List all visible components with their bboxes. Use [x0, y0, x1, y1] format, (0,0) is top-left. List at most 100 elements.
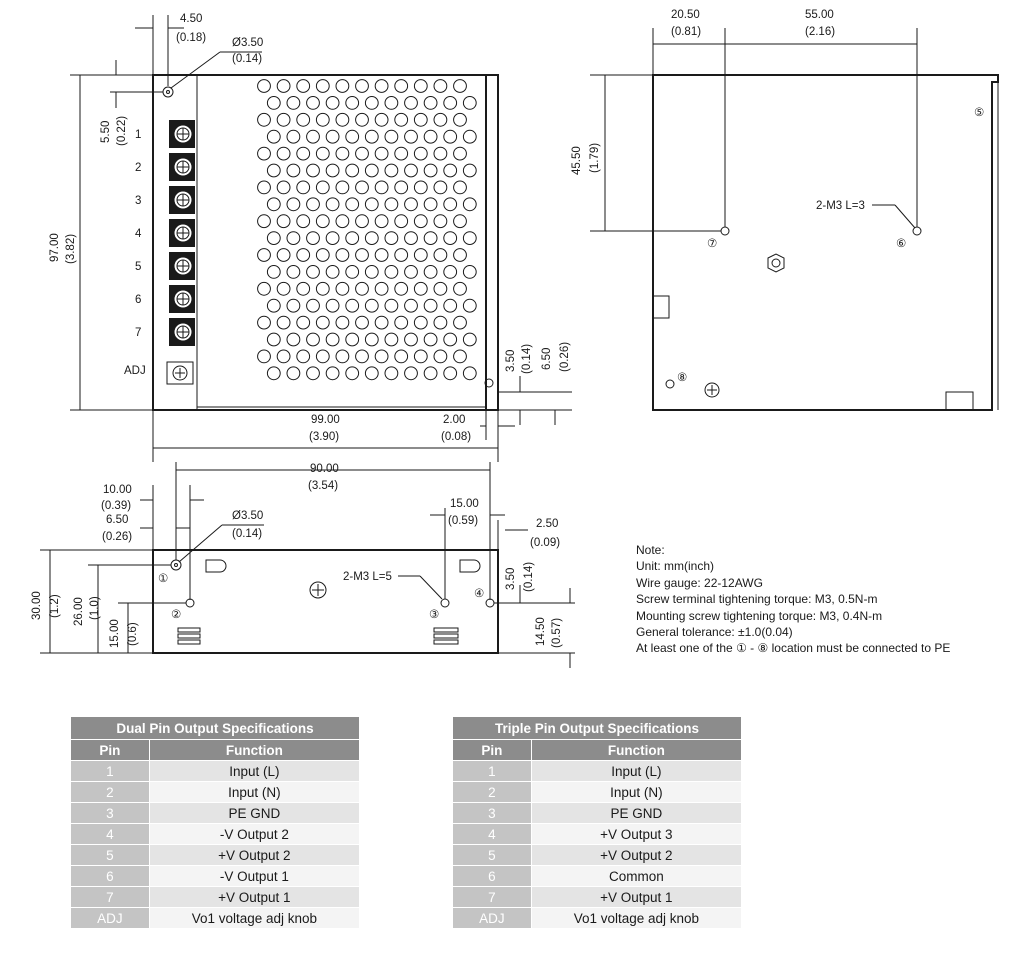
vent-hole — [374, 214, 389, 229]
side-dim-x2-inch: (2.16) — [805, 26, 835, 38]
front-dim-hole-x-inch: (0.18) — [176, 32, 206, 44]
vent-hole — [325, 231, 340, 246]
vent-hole — [257, 146, 271, 161]
vent-hole — [394, 281, 409, 296]
vent-hole — [384, 129, 399, 144]
vent-hole — [384, 298, 399, 313]
side-hex-nut — [767, 253, 785, 273]
bottom-hole-2 — [185, 598, 195, 608]
vent-hole — [296, 79, 311, 93]
vent-hole — [364, 129, 379, 144]
vent-hole — [364, 265, 379, 279]
vent-hole — [462, 96, 477, 110]
vent-hole — [315, 315, 330, 330]
vent-hole — [345, 332, 360, 347]
pin-cell: 7 — [452, 886, 532, 908]
vent-hole — [374, 180, 389, 195]
vent-hole — [423, 197, 438, 212]
vent-hole — [335, 214, 350, 229]
vent-hole — [355, 180, 369, 195]
vent-hole — [306, 163, 320, 178]
vent-hole — [453, 248, 467, 262]
vent-hole — [413, 180, 428, 195]
vent-hole — [315, 248, 330, 262]
vent-hole — [462, 298, 477, 313]
vent-hole — [345, 231, 360, 246]
bottom-dim-height-inch: (1.2) — [49, 594, 61, 618]
bottom-dim-hole1-x-inch: (0.39) — [101, 500, 131, 512]
vent-hole — [453, 180, 467, 195]
vent-hole — [286, 298, 301, 313]
terminal-label-adj: ADJ — [124, 365, 146, 377]
vent-hole — [306, 197, 320, 212]
vent-hole — [384, 231, 399, 246]
vent-hole — [413, 79, 428, 93]
front-dim-hole-dia-inch: (0.14) — [232, 53, 262, 65]
vent-hole — [384, 265, 399, 279]
vent-hole — [257, 248, 271, 262]
col-header-pin: Pin — [452, 739, 532, 761]
vent-hole — [413, 281, 428, 296]
vent-hole — [257, 79, 271, 93]
vent-hole — [394, 248, 409, 262]
front-dim-tab-w: 2.00 — [443, 414, 465, 426]
pin-cell: 3 — [70, 802, 150, 824]
front-dim-tab-y: 6.50 — [541, 348, 553, 370]
vent-hole — [286, 129, 301, 144]
side-housing-outline — [652, 74, 999, 411]
bottom-dim-span-inch: (3.54) — [308, 480, 338, 492]
bottom-vent-slots-left — [177, 627, 201, 645]
vent-hole — [404, 265, 418, 279]
vent-hole — [364, 366, 379, 381]
vent-hole — [433, 214, 448, 229]
vent-hole — [394, 79, 409, 93]
vent-hole — [453, 281, 467, 296]
bottom-dim-hole-dia-inch: (0.14) — [232, 528, 262, 540]
vent-hole — [296, 281, 311, 296]
vent-hole — [257, 112, 271, 127]
vent-hole — [325, 265, 340, 279]
vent-hole — [276, 315, 291, 330]
bottom-dim-tab-h-inch: (0.14) — [523, 562, 535, 592]
side-hole-8 — [665, 379, 675, 389]
vent-hole — [276, 248, 291, 262]
vent-hole — [355, 79, 369, 93]
vent-hole — [296, 214, 311, 229]
vent-hole — [364, 96, 379, 110]
vent-hole — [433, 349, 448, 364]
front-dim-tab-y-inch: (0.26) — [559, 342, 571, 372]
vent-hole — [325, 197, 340, 212]
vent-hole — [423, 129, 438, 144]
vent-hole — [423, 332, 438, 347]
vent-hole — [413, 214, 428, 229]
front-dim-width-inch: (3.90) — [309, 431, 339, 443]
function-cell: Input (L) — [148, 760, 361, 782]
table-row: 4+V Output 3 — [452, 823, 743, 845]
vent-hole — [433, 112, 448, 127]
vent-hole — [315, 79, 330, 93]
vent-hole — [306, 129, 320, 144]
vent-hole — [364, 197, 379, 212]
terminal-label: 7 — [135, 327, 141, 339]
bottom-dim-right-edge-inch: (0.09) — [530, 537, 560, 549]
vent-hole — [374, 315, 389, 330]
pin-cell: 3 — [452, 802, 532, 824]
bottom-slot-right — [459, 559, 481, 573]
vent-hole — [276, 79, 291, 93]
vent-hole — [325, 332, 340, 347]
ventilation-hole-grid — [257, 79, 477, 381]
notes-pe-marker-1: ① — [736, 641, 747, 656]
vent-hole — [443, 163, 458, 178]
table-row: 5+V Output 2 — [452, 844, 743, 866]
vent-hole — [413, 248, 428, 262]
table-row: 7+V Output 1 — [70, 886, 361, 908]
vent-hole — [443, 265, 458, 279]
table-title: Triple Pin Output Specifications — [452, 716, 742, 740]
vent-hole — [355, 281, 369, 296]
vent-hole — [335, 180, 350, 195]
vent-hole — [335, 112, 350, 127]
